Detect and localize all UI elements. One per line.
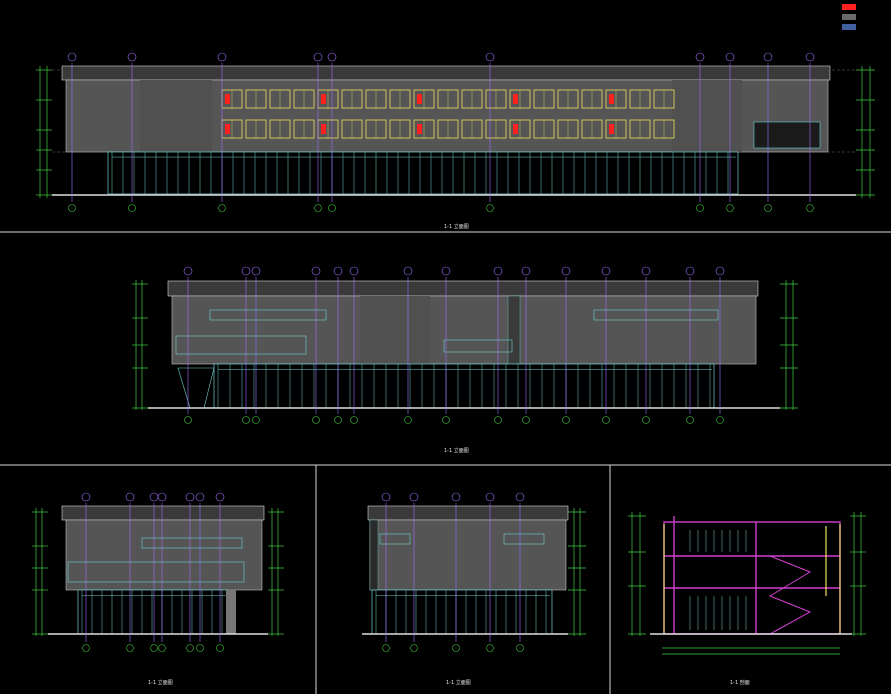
elevation-3: 1-1 立面图 [32, 492, 284, 686]
legend-item [842, 2, 890, 12]
view-separators [0, 231, 891, 694]
elevation-1: 1-1 立面图 [36, 52, 875, 230]
legend-item [842, 22, 890, 32]
window-ribbon-lower [221, 119, 675, 139]
view-caption-4: 1-1 立面图 [446, 679, 471, 686]
legend-item [842, 12, 890, 22]
section-1: 1-1 剖面 [628, 512, 866, 686]
roof-parapet [61, 65, 831, 81]
upper-facade [171, 295, 757, 365]
legend-swatch [842, 24, 856, 30]
dimension-ladder-left [36, 66, 52, 198]
view-caption-3: 1-1 立面图 [148, 679, 173, 686]
roof-parapet [167, 280, 759, 297]
window-ribbon-upper [221, 89, 675, 109]
cantilever-box [753, 121, 821, 149]
view-caption-5: 1-1 剖面 [730, 679, 750, 686]
elevation-4: 1-1 立面图 [362, 492, 586, 686]
grid-axes [67, 52, 815, 212]
legend-swatch [842, 14, 856, 20]
view-caption-2: 1-1 立面图 [444, 447, 469, 454]
dimension-ladder-right [856, 66, 875, 198]
view-caption-1: 1-1 立面图 [444, 223, 469, 230]
legend-swatch [842, 4, 856, 10]
legend [842, 2, 890, 32]
storefront [107, 151, 739, 195]
storefront [213, 363, 715, 409]
elevation-2: 1-1 立面图 [132, 266, 798, 454]
